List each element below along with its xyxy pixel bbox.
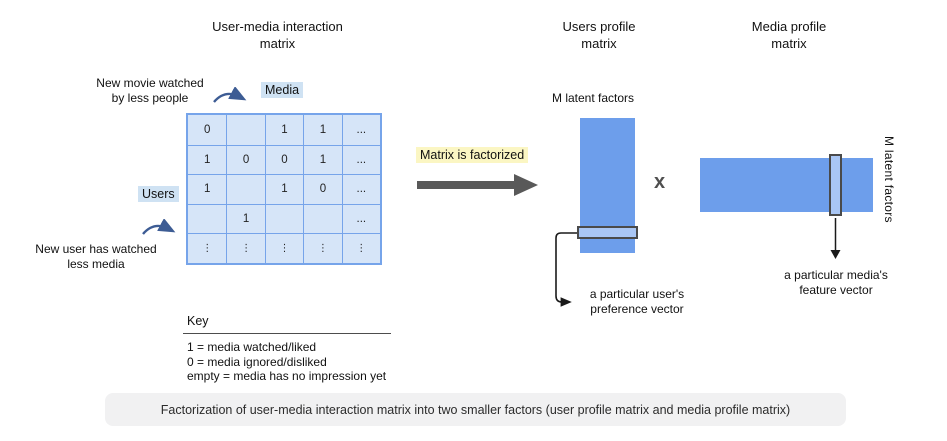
curved-arrow-icon [142,219,176,235]
matrix-cell: 1 [188,144,227,175]
matrix-cell: 0 [303,174,342,204]
annotation-new-user: New user has watched less media [35,242,157,271]
users-profile-title: Users profile matrix [562,19,636,51]
key-title: Key [187,314,209,328]
matrix-cell: ... [341,203,380,234]
annotation-new-movie: New movie watched by less people [96,76,204,105]
matrix-cell: 1 [303,115,341,145]
interaction-matrix-title: User-media interaction matrix [212,19,343,51]
user-vector-caption: a particular user's preference vector [589,287,685,316]
matrix-cell: 0 [264,144,304,175]
matrix-cell: ... [341,174,380,204]
m-latent-factors-label: M latent factors [552,91,635,105]
down-arrow-icon [830,218,841,259]
matrix-cell: 1 [303,144,342,175]
key-divider [183,333,391,334]
elbow-arrow-icon [555,232,577,307]
users-axis-label: Users [138,186,179,202]
matrix-cell: 1 [264,174,304,204]
matrix-cell [188,203,227,234]
matrix-cell: ... [341,144,380,175]
bottom-caption-text: Factorization of user-media interaction … [160,402,791,417]
media-axis-label: Media [261,82,304,98]
interaction-matrix-grid: 0 1 1 ... 1 0 0 1 ... 1 1 0 ... 1 ... ⋮ … [186,113,382,265]
matrix-cell: ⋮ [188,233,227,263]
key-items: 1 = media watched/liked 0 = media ignore… [187,340,387,383]
m-latent-factors-label-vertical: M latent factors [882,136,896,223]
right-arrow-icon [417,174,538,196]
matrix-cell: 0 [203,123,211,136]
matrix-cell [303,203,342,234]
matrix-cell: 1 [264,115,303,145]
matrix-cell: ⋮ [226,233,265,263]
multiply-symbol: x [654,171,666,193]
matrix-cell [226,174,265,204]
matrix-cell [264,203,304,234]
matrix-cell: ... [341,115,380,145]
matrix-cell: ⋮ [341,233,380,263]
matrix-cell: 1 [188,174,227,204]
matrix-cell: 1 [226,203,265,234]
factorized-label: Matrix is factorized [416,147,529,163]
curved-arrow-icon [213,87,247,103]
bottom-caption: Factorization of user-media interaction … [105,393,846,426]
media-profile-matrix [700,158,873,212]
media-profile-title: Media profile matrix [751,19,827,51]
matrix-cell: ⋮ [264,233,304,263]
matrix-cell: ⋮ [303,233,342,263]
user-preference-vector-band [577,226,638,239]
media-feature-vector-band [829,154,842,216]
matrix-cell: 0 [226,144,265,175]
matrix-cell [226,115,264,145]
media-vector-caption: a particular media's feature vector [784,268,888,297]
